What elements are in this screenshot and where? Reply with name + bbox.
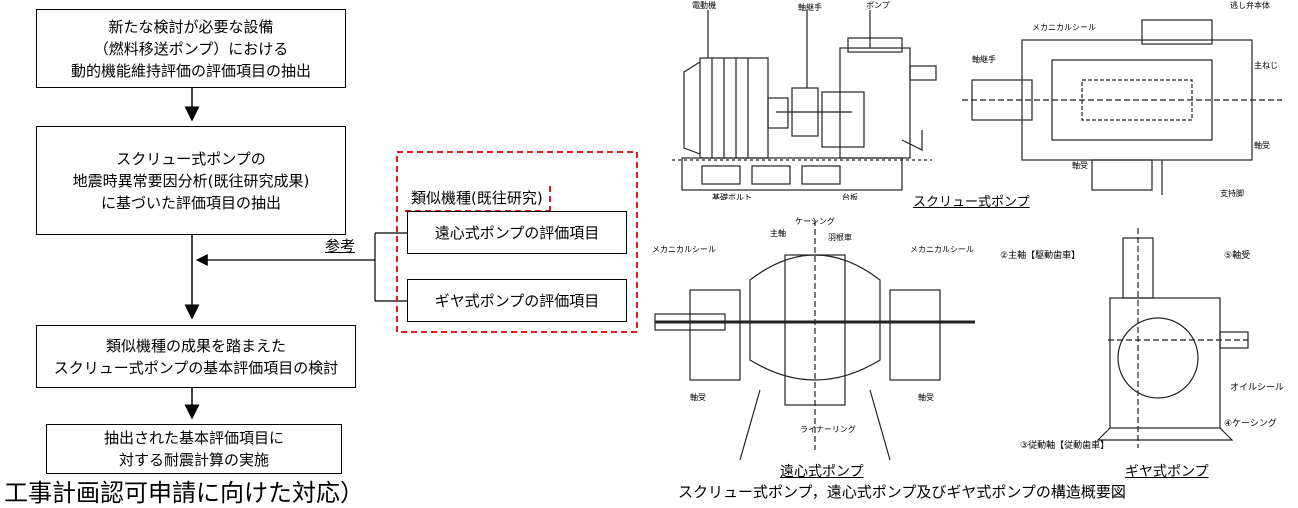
screw-pump-section-view: 逃し弁本体 メカニカルシール 軸継手 主ねじ 軸受 軸受 支持脚 [962, 0, 1282, 198]
similar-item-centrifugal: 遠心式ポンプの評価項目 [407, 211, 627, 254]
label-base-plate: 台板 [842, 192, 858, 200]
label-casing-centrifugal: ケーシング [795, 216, 835, 226]
caption-screw-pump: スクリュー式ポンプ [913, 195, 1030, 210]
centrifugal-pump-view: ケーシング 主軸 羽根車 メカニカルシール メカニカルシール 軸受 軸受 ライナ… [652, 216, 975, 460]
label-pump: ポンプ [866, 1, 890, 10]
caption-gear-pump: ギヤ式ポンプ [1125, 464, 1209, 480]
label-motor: 電動機 [692, 0, 716, 10]
label-liner-ring: ライナーリング [800, 424, 856, 434]
label-mech-seal-left: メカニカルシール [652, 245, 716, 254]
label-gear-bearing: ⑤軸受 [1224, 249, 1250, 261]
caption-overall: スクリュー式ポンプ，遠心式ポンプ及びギヤ式ポンプの構造概要図 [678, 483, 1126, 501]
label-mech-seal-screw: メカニカルシール [1032, 23, 1096, 32]
label-bearing-left: 軸受 [690, 392, 706, 402]
screw-pump-side-view: 電動機 軸継手 ポンプ 基礎ボルト 台板 [672, 0, 937, 200]
label-base-bolt: 基礎ボルト [712, 192, 752, 200]
flow-step-3: 類似機種の成果を踏まえた スクリュー式ポンプの基本評価項目の検討 [36, 325, 356, 388]
flow-step-4: 抽出された基本評価項目に 対する耐震計算の実施 [46, 424, 342, 474]
label-relief-valve: 逃し弁本体 [1230, 0, 1270, 10]
label-main-shaft-centrifugal: 主軸 [770, 228, 786, 238]
flow-step-2: スクリュー式ポンプの 地震時異常要因分析(既往研究成果) に基づいた評価項目の抽… [36, 126, 346, 235]
caption-centrifugal-pump: 遠心式ポンプ [780, 464, 864, 480]
label-gear-driven-shaft: ③従動軸【従動歯車】 [1020, 439, 1109, 451]
flow-step-1: 新たな検討が必要な設備 （燃料移送ポンプ）における 動的機能維持評価の評価項目の… [36, 9, 346, 88]
similar-item-gear: ギヤ式ポンプの評価項目 [407, 279, 627, 322]
label-gear-main-shaft: ②主軸【駆動歯車】 [1000, 249, 1080, 261]
similar-group-dashed-frame [396, 151, 638, 333]
label-mech-seal-right: メカニカルシール [910, 245, 974, 254]
similar-group-title: 類似機種(既往研究) [405, 186, 551, 212]
label-coupling-section: 軸継手 [972, 54, 996, 64]
reference-label: 参考 [325, 237, 356, 255]
gear-pump-view: ②主軸【駆動歯車】 ⑤軸受 オイルシール ④ケーシング ③従動軸【従動歯車】 [1000, 228, 1284, 451]
label-oil-seal: オイルシール [1230, 382, 1284, 393]
label-bearing-screw-1: 軸受 [1254, 140, 1270, 150]
label-impeller: 羽根車 [828, 232, 852, 242]
label-gear-casing: ④ケーシング [1224, 417, 1277, 429]
label-support-leg: 支持脚 [1220, 188, 1244, 198]
label-main-screw: 主ねじ [1254, 60, 1278, 70]
label-bearing-screw-2: 軸受 [1072, 160, 1088, 170]
footer-left-text: 工事計画認可申請に向けた対応） [4, 479, 364, 507]
label-bearing-right: 軸受 [918, 392, 934, 402]
label-coupling-side: 軸継手 [798, 2, 822, 12]
